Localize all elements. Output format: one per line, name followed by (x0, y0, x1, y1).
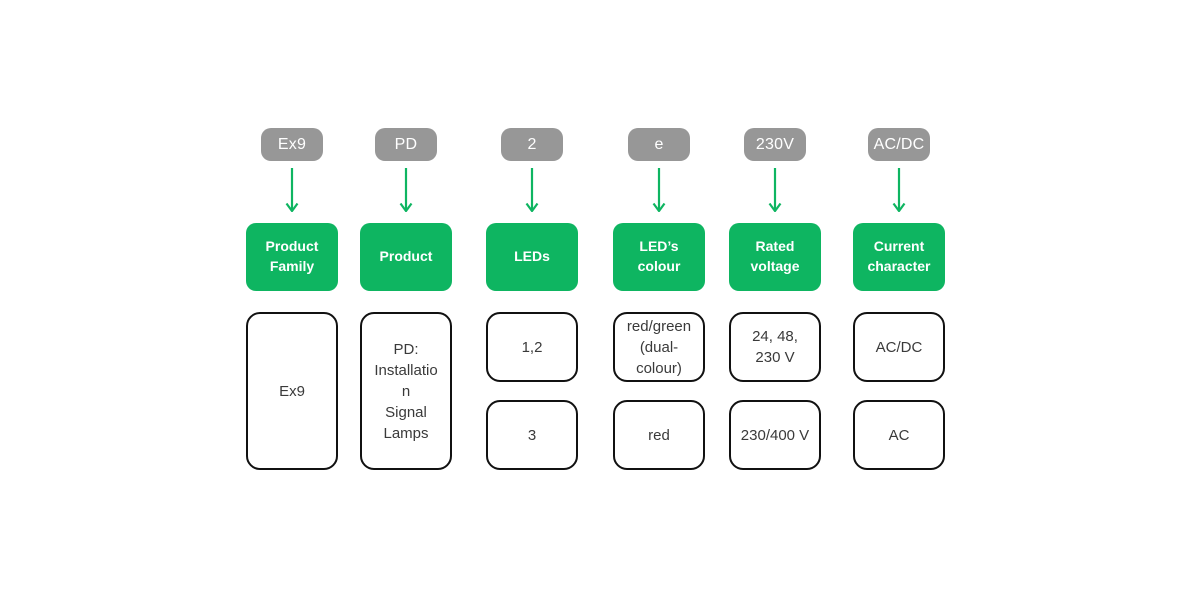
option-list: PD: Installatio n Signal Lamps (360, 312, 452, 470)
option-box: 1,2 (486, 312, 578, 382)
down-arrow-icon (397, 167, 415, 212)
down-arrow-icon (766, 167, 784, 212)
code-badge: AC/DC (868, 128, 930, 161)
option-list: 24, 48, 230 V 230/400 V (729, 312, 821, 470)
option-box: 3 (486, 400, 578, 470)
option-list: 1,2 3 (486, 312, 578, 470)
down-arrow-icon (523, 167, 541, 212)
down-arrow-icon (890, 167, 908, 212)
category-label: LEDs (486, 223, 578, 291)
code-badge: 2 (501, 128, 563, 161)
category-label: LED’s colour (613, 223, 705, 291)
option-box: AC (853, 400, 945, 470)
option-box: 24, 48, 230 V (729, 312, 821, 382)
code-badge: e (628, 128, 690, 161)
category-label: Product Family (246, 223, 338, 291)
option-box: Ex9 (246, 312, 338, 470)
category-label: Rated voltage (729, 223, 821, 291)
down-arrow-icon (283, 167, 301, 212)
option-box: red (613, 400, 705, 470)
column-leds: 2 LEDs 1,2 3 (486, 128, 578, 470)
option-box: red/green (dual- colour) (613, 312, 705, 382)
option-list: Ex9 (246, 312, 338, 470)
code-badge: Ex9 (261, 128, 323, 161)
option-box: AC/DC (853, 312, 945, 382)
option-list: red/green (dual- colour) red (613, 312, 705, 470)
option-box: PD: Installatio n Signal Lamps (360, 312, 452, 470)
category-label: Product (360, 223, 452, 291)
category-label: Current character (853, 223, 945, 291)
column-rated-voltage: 230V Rated voltage 24, 48, 230 V 230/400… (729, 128, 821, 470)
code-badge: 230V (744, 128, 806, 161)
option-list: AC/DC AC (853, 312, 945, 470)
code-badge: PD (375, 128, 437, 161)
column-led-colour: e LED’s colour red/green (dual- colour) … (613, 128, 705, 470)
option-box: 230/400 V (729, 400, 821, 470)
column-current-character: AC/DC Current character AC/DC AC (853, 128, 945, 470)
column-product-family: Ex9 Product Family Ex9 (246, 128, 338, 470)
column-product: PD Product PD: Installatio n Signal Lamp… (360, 128, 452, 470)
down-arrow-icon (650, 167, 668, 212)
